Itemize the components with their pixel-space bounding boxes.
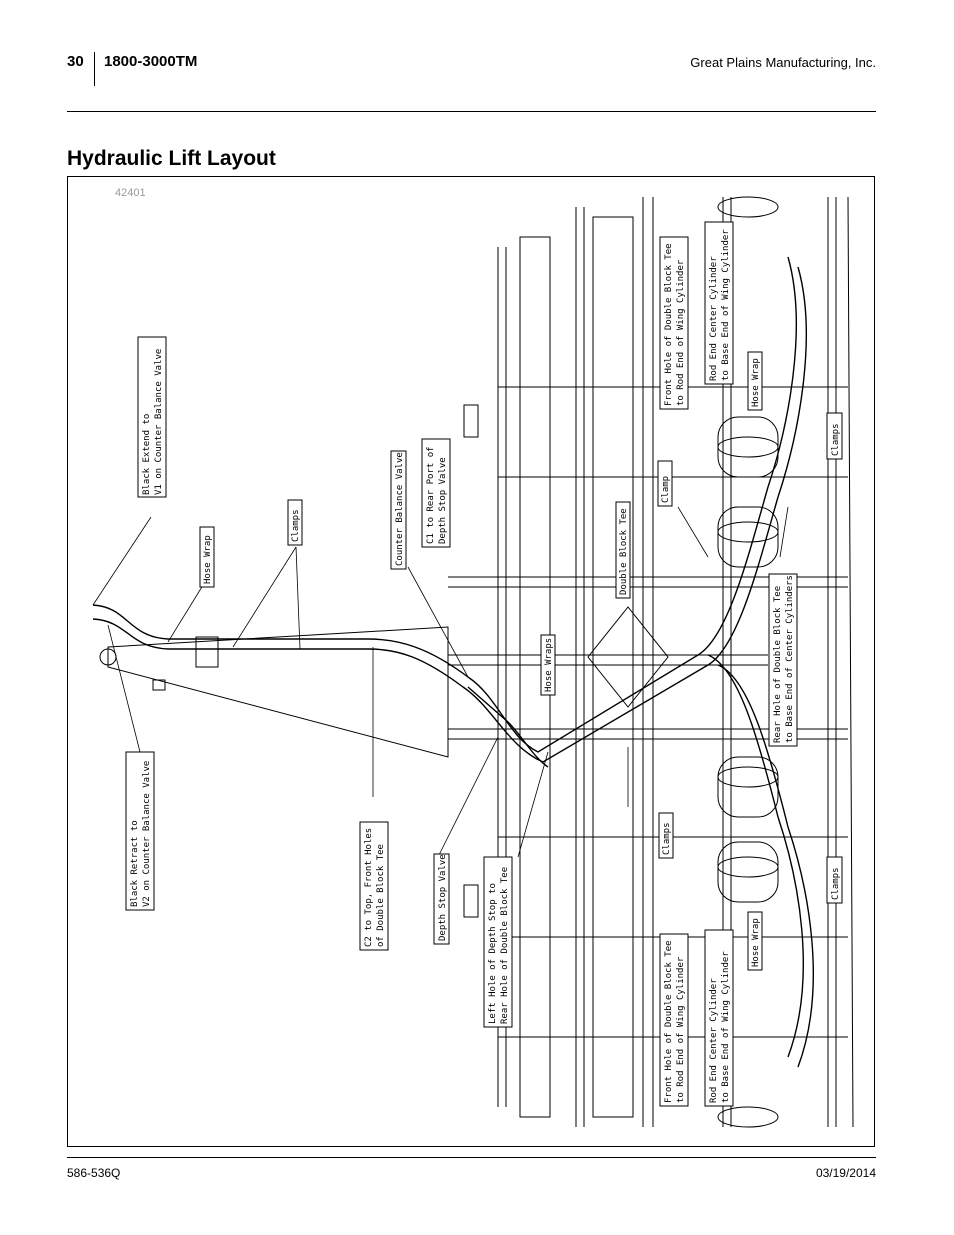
callout-counter-balance-valve: Counter Balance Valve (395, 452, 405, 566)
callout-left-hole-depth-stop-1: Left Hole of Depth Stop to (488, 883, 498, 1024)
callout-clamps-lower-center: Clamps (662, 822, 672, 855)
callout-black-extend-2: V1 on Counter Balance Valve (154, 349, 164, 495)
callout-clamp-center: Clamp (661, 476, 671, 503)
company-name: Great Plains Manufacturing, Inc. (690, 55, 876, 70)
figure-frame: 42401 (67, 176, 875, 1147)
footer-rule (67, 1157, 876, 1158)
callout-c2-top-front-2: of Double Block Tee (376, 844, 386, 947)
callout-front-hole-lower-2: to Rod End of Wing Cylinder (676, 956, 686, 1103)
callout-labels: Black Extend to V1 on Counter Balance Va… (130, 229, 841, 1103)
callout-c1-rear-port-1: C1 to Rear Port of (426, 446, 436, 544)
callout-leaders (92, 506, 789, 858)
page-number: 30 (67, 53, 84, 70)
callout-clamps-lower-right: Clamps (831, 867, 841, 900)
hydraulic-diagram: Black Extend to V1 on Counter Balance Va… (92, 196, 854, 1128)
callout-rod-end-upper-1: Rod End Center Cylinder (709, 256, 719, 381)
callout-depth-stop-valve: Depth Stop Valve (438, 854, 448, 941)
hydraulic-hoses (92, 256, 814, 1068)
manual-id: 1800-3000TM (104, 53, 198, 70)
callout-front-hole-lower-1: Front Hole of Double Block Tee (664, 940, 674, 1103)
callout-front-hole-upper-1: Front Hole of Double Block Tee (664, 243, 674, 406)
callout-left-hole-depth-stop-2: Rear Hole of Double Block Tee (500, 867, 510, 1024)
figure-id: 42401 (115, 187, 146, 199)
callout-boxes (125, 221, 843, 1107)
callout-double-block-tee: Double Block Tee (619, 508, 629, 595)
callout-c1-rear-port-2: Depth Stop Valve (438, 457, 448, 544)
doc-date: 03/19/2014 (815, 1166, 876, 1180)
callout-hose-wraps-center: Hose Wraps (544, 638, 554, 692)
callout-black-retract-1: Black Retract to (130, 820, 140, 907)
callout-rear-hole-double-block-1: Rear Hole of Double Block Tee (773, 586, 783, 743)
header-rule (67, 111, 876, 112)
callout-rod-end-lower-1: Rod End Center Cylinder (709, 978, 719, 1103)
callout-black-retract-2: V2 on Counter Balance Valve (142, 761, 152, 907)
page-title: Hydraulic Lift Layout (67, 147, 276, 170)
callout-clamps-left: Clamps (291, 509, 301, 542)
header-divider (94, 52, 95, 86)
machine-frame (99, 196, 854, 1128)
callout-hose-wrap-upper-right: Hose Wrap (751, 358, 761, 407)
callout-hose-wrap-left: Hose Wrap (203, 535, 213, 584)
callout-hose-wrap-lower-right: Hose Wrap (751, 918, 761, 967)
callout-rod-end-lower-2: to Base End of Wing Cylinder (721, 951, 731, 1103)
callout-c2-top-front-1: C2 to Top, Front Holes (364, 828, 374, 947)
callout-front-hole-upper-2: to Rod End of Wing Cylinder (676, 259, 686, 406)
callout-black-extend-1: Black Extend to (142, 414, 152, 495)
doc-code: 586-536Q (67, 1166, 121, 1180)
callout-clamps-upper-right: Clamps (831, 423, 841, 456)
callout-rear-hole-double-block-2: to Base End of Center Cylinders (785, 575, 795, 743)
callout-rod-end-upper-2: to Base End of Wing Cylinder (721, 229, 731, 381)
